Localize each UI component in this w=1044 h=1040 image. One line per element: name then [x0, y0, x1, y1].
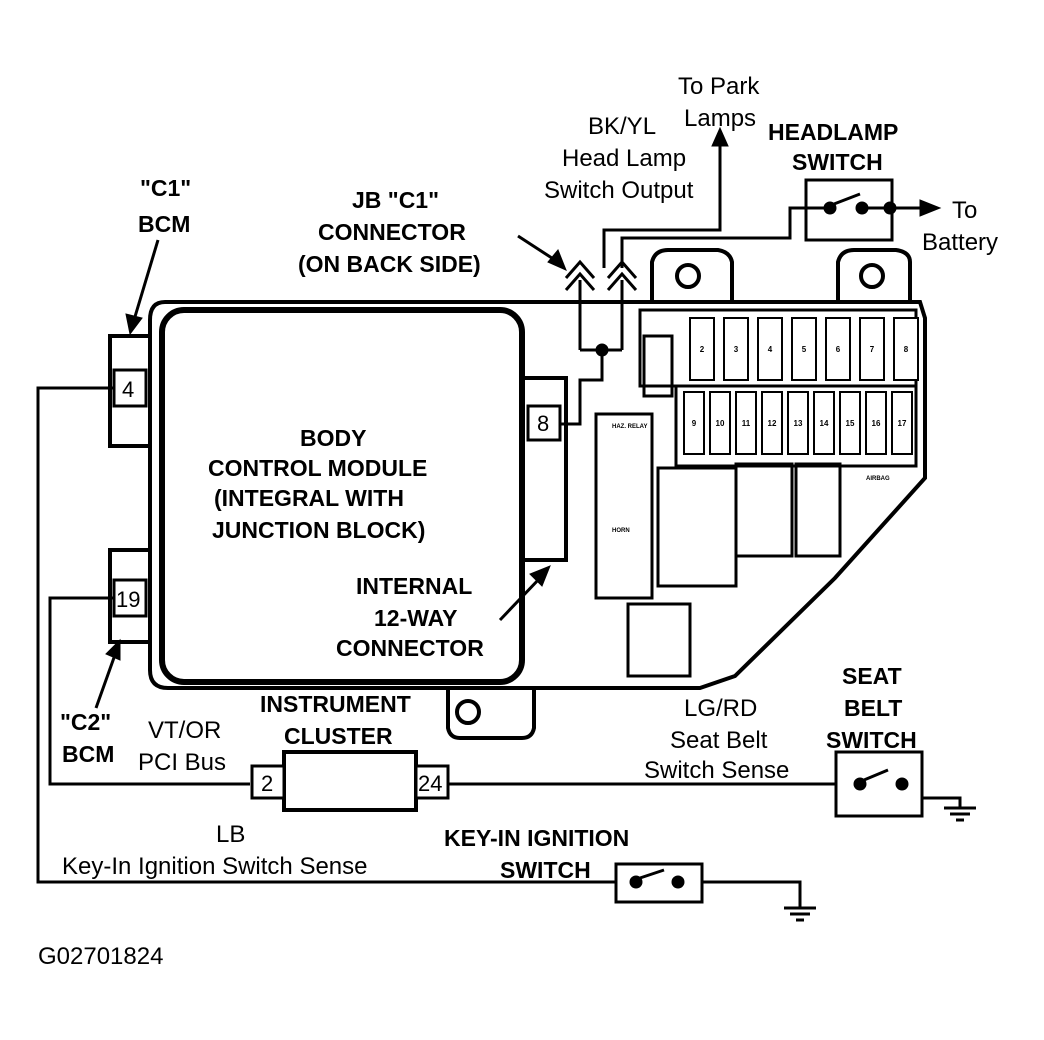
c2-bcm-label: "C2" — [60, 709, 111, 735]
seat-belt-switch-label: BELT — [844, 695, 902, 721]
c2-bcm-label: BCM — [62, 741, 114, 767]
cluster-pin-left: 2 — [261, 771, 273, 796]
internal-connector-label: 12-WAY — [374, 605, 458, 631]
c1-bcm-label: BCM — [138, 211, 190, 237]
fuse-cell — [735, 391, 757, 455]
hazard-relay-tag: HAZ. RELAY — [612, 424, 647, 430]
jb-c1-connector-label: (ON BACK SIDE) — [298, 251, 481, 277]
splice-dot — [595, 343, 609, 357]
seat-belt-switch-label: SWITCH — [826, 727, 917, 753]
fuse-row-upper: 2 3 4 5 6 7 8 — [689, 317, 919, 381]
fuse-area — [594, 308, 918, 678]
fuse-number: 12 — [768, 419, 777, 428]
fuse-cell — [859, 317, 885, 381]
c1-bcm-label: "C1" — [140, 175, 191, 201]
callout-arrows — [94, 234, 567, 709]
seat-belt-switch-label: SEAT — [842, 663, 902, 689]
bcm-title: CONTROL MODULE — [208, 455, 427, 481]
fuse-number: 2 — [700, 345, 705, 354]
fuse-cell — [865, 391, 887, 455]
to-park-lamps-label: Lamps — [684, 105, 756, 132]
bkyl-wire-label: BK/YL — [588, 113, 656, 140]
fuse-number: 17 — [898, 419, 907, 428]
key-in-ignition-switch-label: KEY-IN IGNITION — [444, 825, 629, 851]
fuse-cell — [689, 317, 715, 381]
fuse-cell — [709, 391, 731, 455]
to-park-lamps-label: To Park — [678, 73, 760, 100]
airbag-tag: AIRBAG — [866, 476, 890, 482]
fuse-cell — [839, 391, 861, 455]
fuse-number: 13 — [794, 419, 803, 428]
fuse-cell — [757, 317, 783, 381]
bcm-title: BODY — [300, 425, 366, 451]
fuse-number: 6 — [836, 345, 841, 354]
fuse-number: 7 — [870, 345, 875, 354]
wires — [36, 140, 962, 908]
lgrd-wire-label: LG/RD — [684, 695, 757, 722]
bkyl-wire-label: Switch Output — [544, 177, 694, 204]
jb-c1-connector-label: CONNECTOR — [318, 219, 466, 245]
instrument-cluster-label: CLUSTER — [284, 723, 393, 749]
bcm-title: JUNCTION BLOCK) — [212, 517, 425, 543]
fuse-cell — [723, 317, 749, 381]
internal-12-way-connector — [520, 376, 568, 562]
fuse-cell — [683, 391, 705, 455]
fuse-number: 10 — [716, 419, 725, 428]
fuse-cell — [891, 391, 913, 455]
junction-block — [148, 248, 927, 740]
cluster-pin-right: 24 — [418, 771, 442, 796]
fuse-number: 14 — [820, 419, 829, 428]
key-in-ignition-switch — [614, 862, 704, 904]
fuse-cell — [825, 317, 851, 381]
lgrd-wire-label: Seat Belt — [670, 727, 768, 754]
c2-pin-number: 19 — [116, 587, 140, 612]
lb-wire-label: LB — [216, 821, 245, 848]
key-in-ignition-switch-label: SWITCH — [500, 857, 591, 883]
to-battery-label: To — [952, 197, 977, 224]
internal-connector-label: INTERNAL — [356, 573, 472, 599]
ground-icon — [784, 906, 816, 922]
headlamp-switch-label: SWITCH — [792, 149, 883, 175]
fuse-cell — [787, 391, 809, 455]
figure-id: G02701824 — [38, 943, 163, 970]
jb-c1-connector-label: JB "C1" — [352, 187, 439, 213]
fuse-number: 11 — [742, 419, 751, 428]
lgrd-wire-label: Switch Sense — [644, 757, 789, 784]
fuse-cell — [791, 317, 817, 381]
c1-pin-number: 4 — [122, 377, 134, 402]
to-battery-label: Battery — [922, 229, 998, 256]
c2-bcm-connector — [108, 548, 152, 644]
fuse-cell — [893, 317, 919, 381]
headlamp-switch-label: HEADLAMP — [768, 119, 898, 145]
fuse-number: 9 — [692, 419, 697, 428]
fuse-number: 15 — [846, 419, 855, 428]
fuse-number: 4 — [768, 345, 773, 354]
internal-pin-number: 8 — [537, 411, 549, 436]
fuse-row-lower: 9 10 11 12 13 14 15 16 17 — [683, 391, 913, 455]
internal-connector-label: CONNECTOR — [336, 635, 484, 661]
vtor-wire-label: VT/OR — [148, 717, 221, 744]
seat-belt-switch — [834, 750, 924, 818]
instrument-cluster — [250, 750, 450, 812]
instrument-cluster-label: INSTRUMENT — [260, 691, 411, 717]
ground-icon — [944, 806, 976, 822]
lb-wire-label: Key-In Ignition Switch Sense — [62, 853, 368, 880]
bkyl-wire-label: Head Lamp — [562, 145, 686, 172]
headlamp-switch — [804, 178, 942, 242]
bcm-title: (INTEGRAL WITH — [214, 485, 404, 511]
vtor-wire-label: PCI Bus — [138, 749, 226, 776]
fuse-cell — [761, 391, 783, 455]
horn-tag: HORN — [612, 528, 630, 534]
fuse-number: 3 — [734, 345, 739, 354]
fuse-number: 5 — [802, 345, 807, 354]
park-lamps-arrow — [711, 126, 729, 147]
jb-c1-connector-chevrons — [564, 259, 638, 291]
fuse-cell — [813, 391, 835, 455]
fuse-number: 16 — [872, 419, 881, 428]
fuse-number: 8 — [904, 345, 909, 354]
